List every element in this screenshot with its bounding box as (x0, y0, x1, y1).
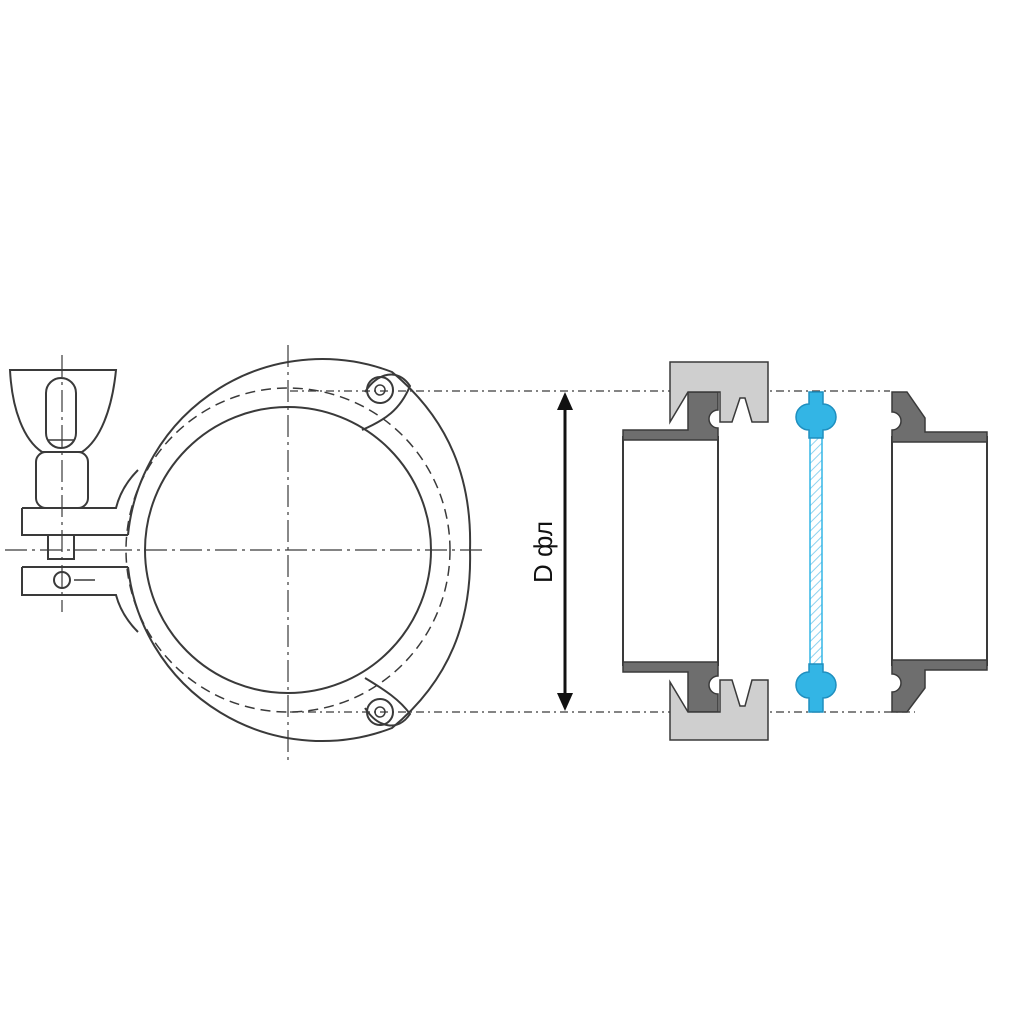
dimension-arrow-bottom (557, 693, 573, 711)
lower-clamp-section (669, 679, 769, 741)
clamp-inner-circle (144, 406, 432, 694)
gasket-top-bead (795, 391, 837, 439)
dimension-label: D фл (528, 521, 558, 583)
clamp-bolt (47, 534, 75, 560)
clamp-outer-ring (127, 358, 472, 743)
bolt-pivot-icon (53, 571, 71, 589)
upper-hinge-pin-icon (366, 376, 394, 404)
gasket (795, 391, 837, 713)
left-ferrule (622, 391, 719, 713)
gasket-web (809, 419, 823, 683)
upper-clamp-lug (21, 469, 139, 536)
wing-nut (8, 369, 118, 509)
clamp-front-view (5, 345, 485, 760)
upper-clamp-section (669, 361, 769, 425)
upper-hinge (361, 373, 412, 431)
right-ferrule (891, 391, 988, 713)
exploded-section-view (622, 361, 988, 741)
lower-clamp-lug (21, 566, 139, 633)
flange-diameter-dimension: D фл (290, 390, 915, 713)
gasket-bottom-bead (795, 663, 837, 713)
clamp-groove-hidden-line (125, 387, 451, 713)
dimension-arrow-top (557, 392, 573, 410)
